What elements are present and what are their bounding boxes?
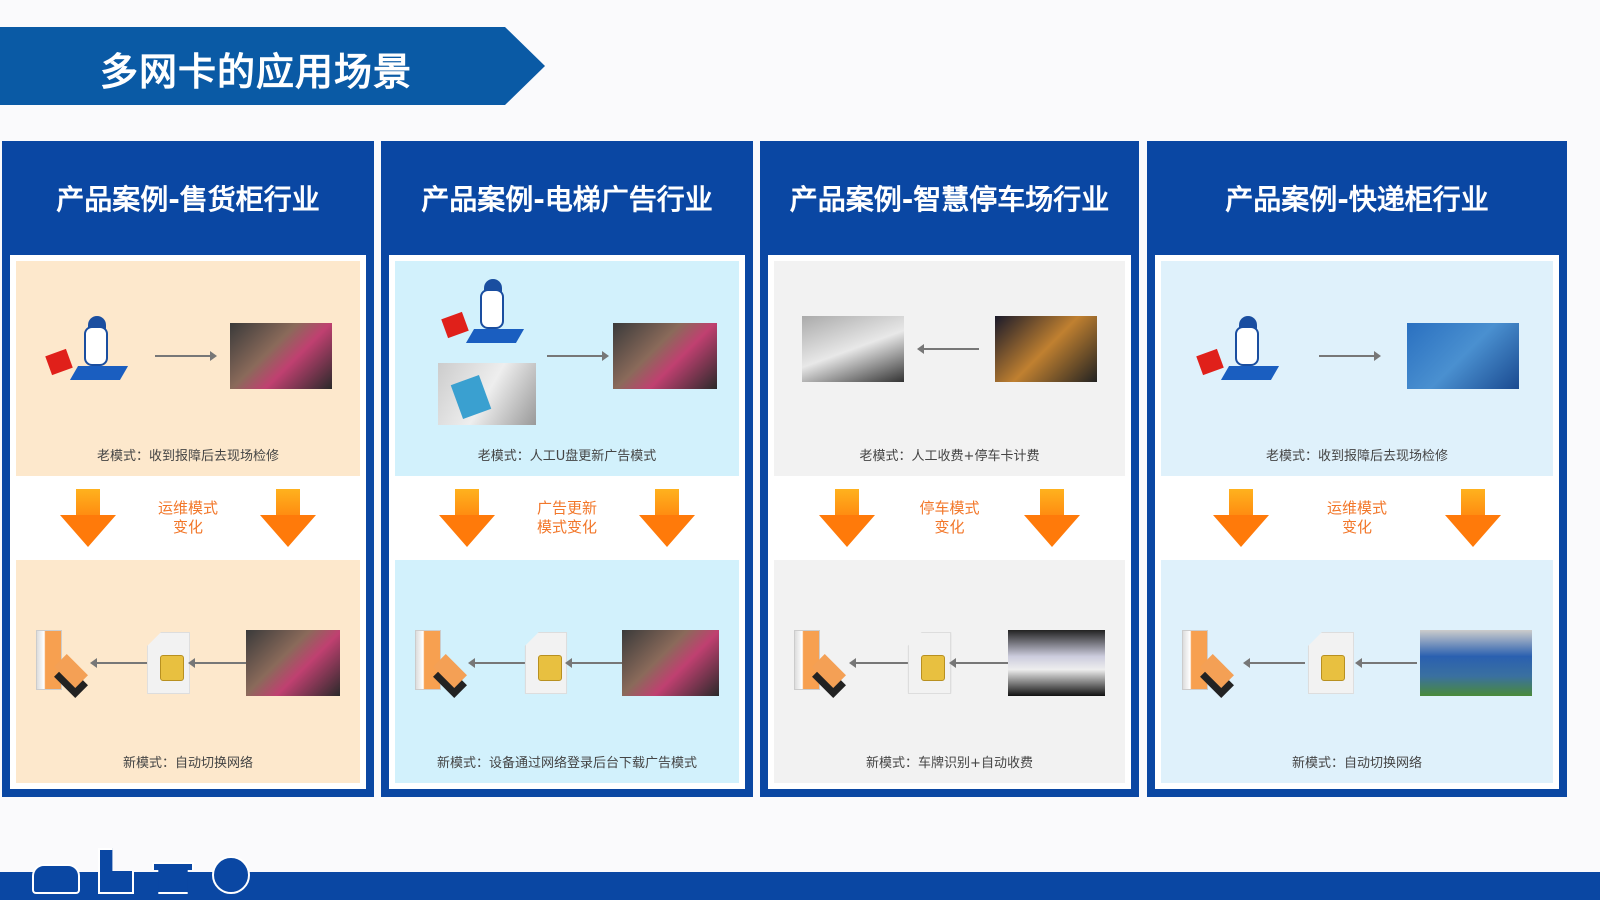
down-arrow-icon <box>1445 489 1502 547</box>
repair-worker-icon <box>1195 316 1291 396</box>
repair-worker-icon <box>440 279 536 359</box>
sim-card-icon <box>907 632 952 694</box>
sim-card-icon <box>524 632 568 694</box>
old-mode-caption: 老模式：人工U盘更新广告模式 <box>477 449 657 464</box>
network-device-icon <box>1182 630 1242 698</box>
locker-photo <box>1407 323 1519 389</box>
down-arrow-icon <box>1024 489 1081 547</box>
table-icon <box>152 862 194 894</box>
new-mode-section: 新模式：自动切换网络 <box>1161 560 1553 783</box>
panel-heading: 产品案例-电梯广告行业 <box>421 183 713 216</box>
new-mode-caption: 新模式：自动切换网络 <box>122 756 253 771</box>
toll-booth-photo <box>995 316 1098 382</box>
old-mode-section: 老模式：收到报障后去现场检修 <box>1161 261 1553 476</box>
change-label: 停车模式变化 <box>919 499 980 536</box>
old-mode-caption: 老模式：人工收费+停车卡计费 <box>859 449 1040 464</box>
down-arrow-icon <box>818 489 875 547</box>
network-device-icon <box>36 630 92 698</box>
arrow-left-icon <box>467 658 525 668</box>
arrow-right-icon <box>1319 351 1381 361</box>
down-arrow-icon <box>438 489 495 547</box>
building-icon <box>98 848 134 894</box>
footer-icons <box>32 848 250 894</box>
panel-vending: 产品案例-售货柜行业 老模式：收到报障后去现场检修 运维模式变化 新模式：自动切… <box>2 141 374 797</box>
new-mode-section: 新模式：设备通过网络登录后台下载广告模式 <box>395 560 739 783</box>
usb-drive-photo <box>438 363 536 425</box>
change-label: 运维模式变化 <box>1326 499 1387 536</box>
change-label: 运维模式变化 <box>157 499 218 536</box>
change-label: 广告更新模式变化 <box>536 499 597 536</box>
new-mode-caption: 新模式：车牌识别+自动收费 <box>866 756 1033 771</box>
down-arrow-icon <box>260 489 317 547</box>
network-device-icon <box>794 630 851 698</box>
arrow-left-icon <box>848 658 908 668</box>
parking-ticket-photo <box>801 316 904 382</box>
vending-machine-photo <box>245 630 340 696</box>
arrow-left-icon <box>187 658 246 668</box>
down-arrow-icon <box>59 489 116 547</box>
new-mode-section: 新模式：车牌识别+自动收费 <box>774 560 1125 783</box>
panel-elevator-ads: 产品案例-电梯广告行业 老模式：人工U盘更新广告模式 广告更新模式变化 新模式：… <box>381 141 753 797</box>
arrow-left-icon <box>1243 658 1306 668</box>
sim-card-icon <box>1307 632 1354 694</box>
old-mode-caption: 老模式：收到报障后去现场检修 <box>96 449 279 464</box>
arrow-left-icon <box>89 658 148 668</box>
arrow-left-icon <box>1354 658 1417 668</box>
slide-title: 多网卡的应用场景 <box>100 50 413 94</box>
network-device-icon <box>415 630 470 698</box>
vending-machine-photo <box>230 323 333 389</box>
sim-card-icon <box>147 632 190 694</box>
footer-bar <box>0 872 1600 900</box>
arrow-left-icon <box>917 344 980 354</box>
old-mode-section: 老模式：收到报障后去现场检修 <box>16 261 360 476</box>
panel-smart-parking: 产品案例-智慧停车场行业 老模式：人工收费+停车卡计费 停车模式变化 新模式：车… <box>760 141 1139 797</box>
arrow-left-icon <box>949 658 1009 668</box>
arrow-right-icon <box>547 351 609 361</box>
elevator-ad-photo <box>613 323 717 389</box>
new-mode-section: 新模式：自动切换网络 <box>16 560 360 783</box>
panel-express-locker: 产品案例-快递柜行业 老模式：收到报障后去现场检修 运维模式变化 新模式：自动切… <box>1147 141 1567 797</box>
car-windshield-photo <box>1008 630 1106 696</box>
panel-heading: 产品案例-售货柜行业 <box>56 183 320 216</box>
down-arrow-icon <box>1212 489 1269 547</box>
elevator-ad-photo <box>621 630 719 696</box>
panel-heading: 产品案例-快递柜行业 <box>1225 183 1489 216</box>
arrow-left-icon <box>565 658 622 668</box>
car-icon <box>32 864 80 894</box>
title-banner: 多网卡的应用场景 <box>0 27 545 105</box>
panel-heading: 产品案例-智慧停车场行业 <box>789 183 1110 216</box>
repair-worker-icon <box>44 316 140 396</box>
steering-wheel-icon <box>212 856 250 894</box>
new-mode-caption: 新模式：自动切换网络 <box>1291 756 1422 771</box>
new-mode-caption: 新模式：设备通过网络登录后台下载广告模式 <box>436 756 697 771</box>
old-mode-caption: 老模式：收到报障后去现场检修 <box>1265 449 1448 464</box>
old-mode-section: 老模式：人工U盘更新广告模式 <box>395 261 739 476</box>
old-mode-section: 老模式：人工收费+停车卡计费 <box>774 261 1125 476</box>
outdoor-locker-photo <box>1419 630 1532 696</box>
arrow-right-icon <box>154 351 217 361</box>
down-arrow-icon <box>639 489 696 547</box>
